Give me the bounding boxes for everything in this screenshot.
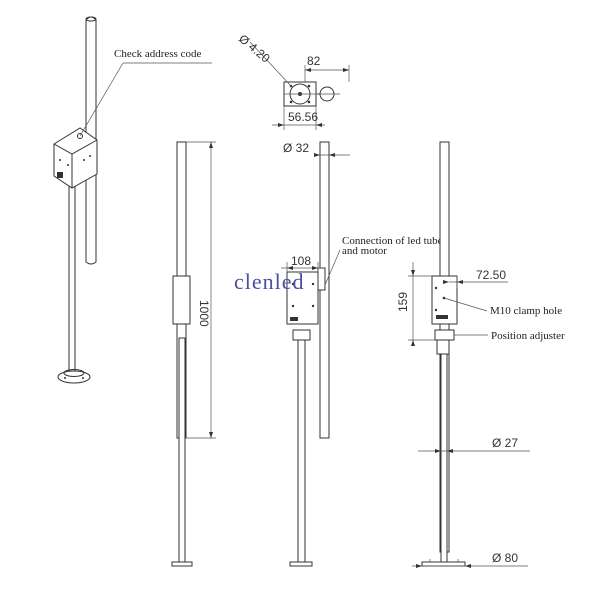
m10-clamp-label: M10 clamp hole [490,305,562,317]
dim-72-50: 72.50 [476,268,506,282]
dim-dia-4-20: Ø 4.20 [236,32,273,66]
front-elevation-view: Ø 32 108 Connection of led tube and moto… [281,141,443,567]
dim-82: 82 [307,54,321,68]
dim-dia-32: Ø 32 [283,141,309,155]
dim-dia-80: Ø 80 [492,551,518,565]
dim-dia-27: Ø 27 [492,436,518,450]
watermark: clenled [234,269,305,294]
connection-label-line1: Connection of led tube [342,235,443,247]
connection-label-line2: and motor [342,245,387,257]
top-view: 82 Ø 4.20 56.56 [236,32,350,130]
dim-108: 108 [291,254,311,268]
position-adjuster-label: Position adjuster [491,330,565,342]
check-address-callout: Check address code [79,48,212,137]
isometric-view [53,16,98,384]
dim-1000: 1000 [197,300,211,327]
side-elevation-view: 159 72.50 M10 clamp hole Position adjust… [396,141,565,568]
tube-elevation-view: 1000 [171,141,216,567]
check-address-label: Check address code [114,48,201,60]
dim-159: 159 [396,292,410,312]
dim-56-56: 56.56 [288,110,318,124]
